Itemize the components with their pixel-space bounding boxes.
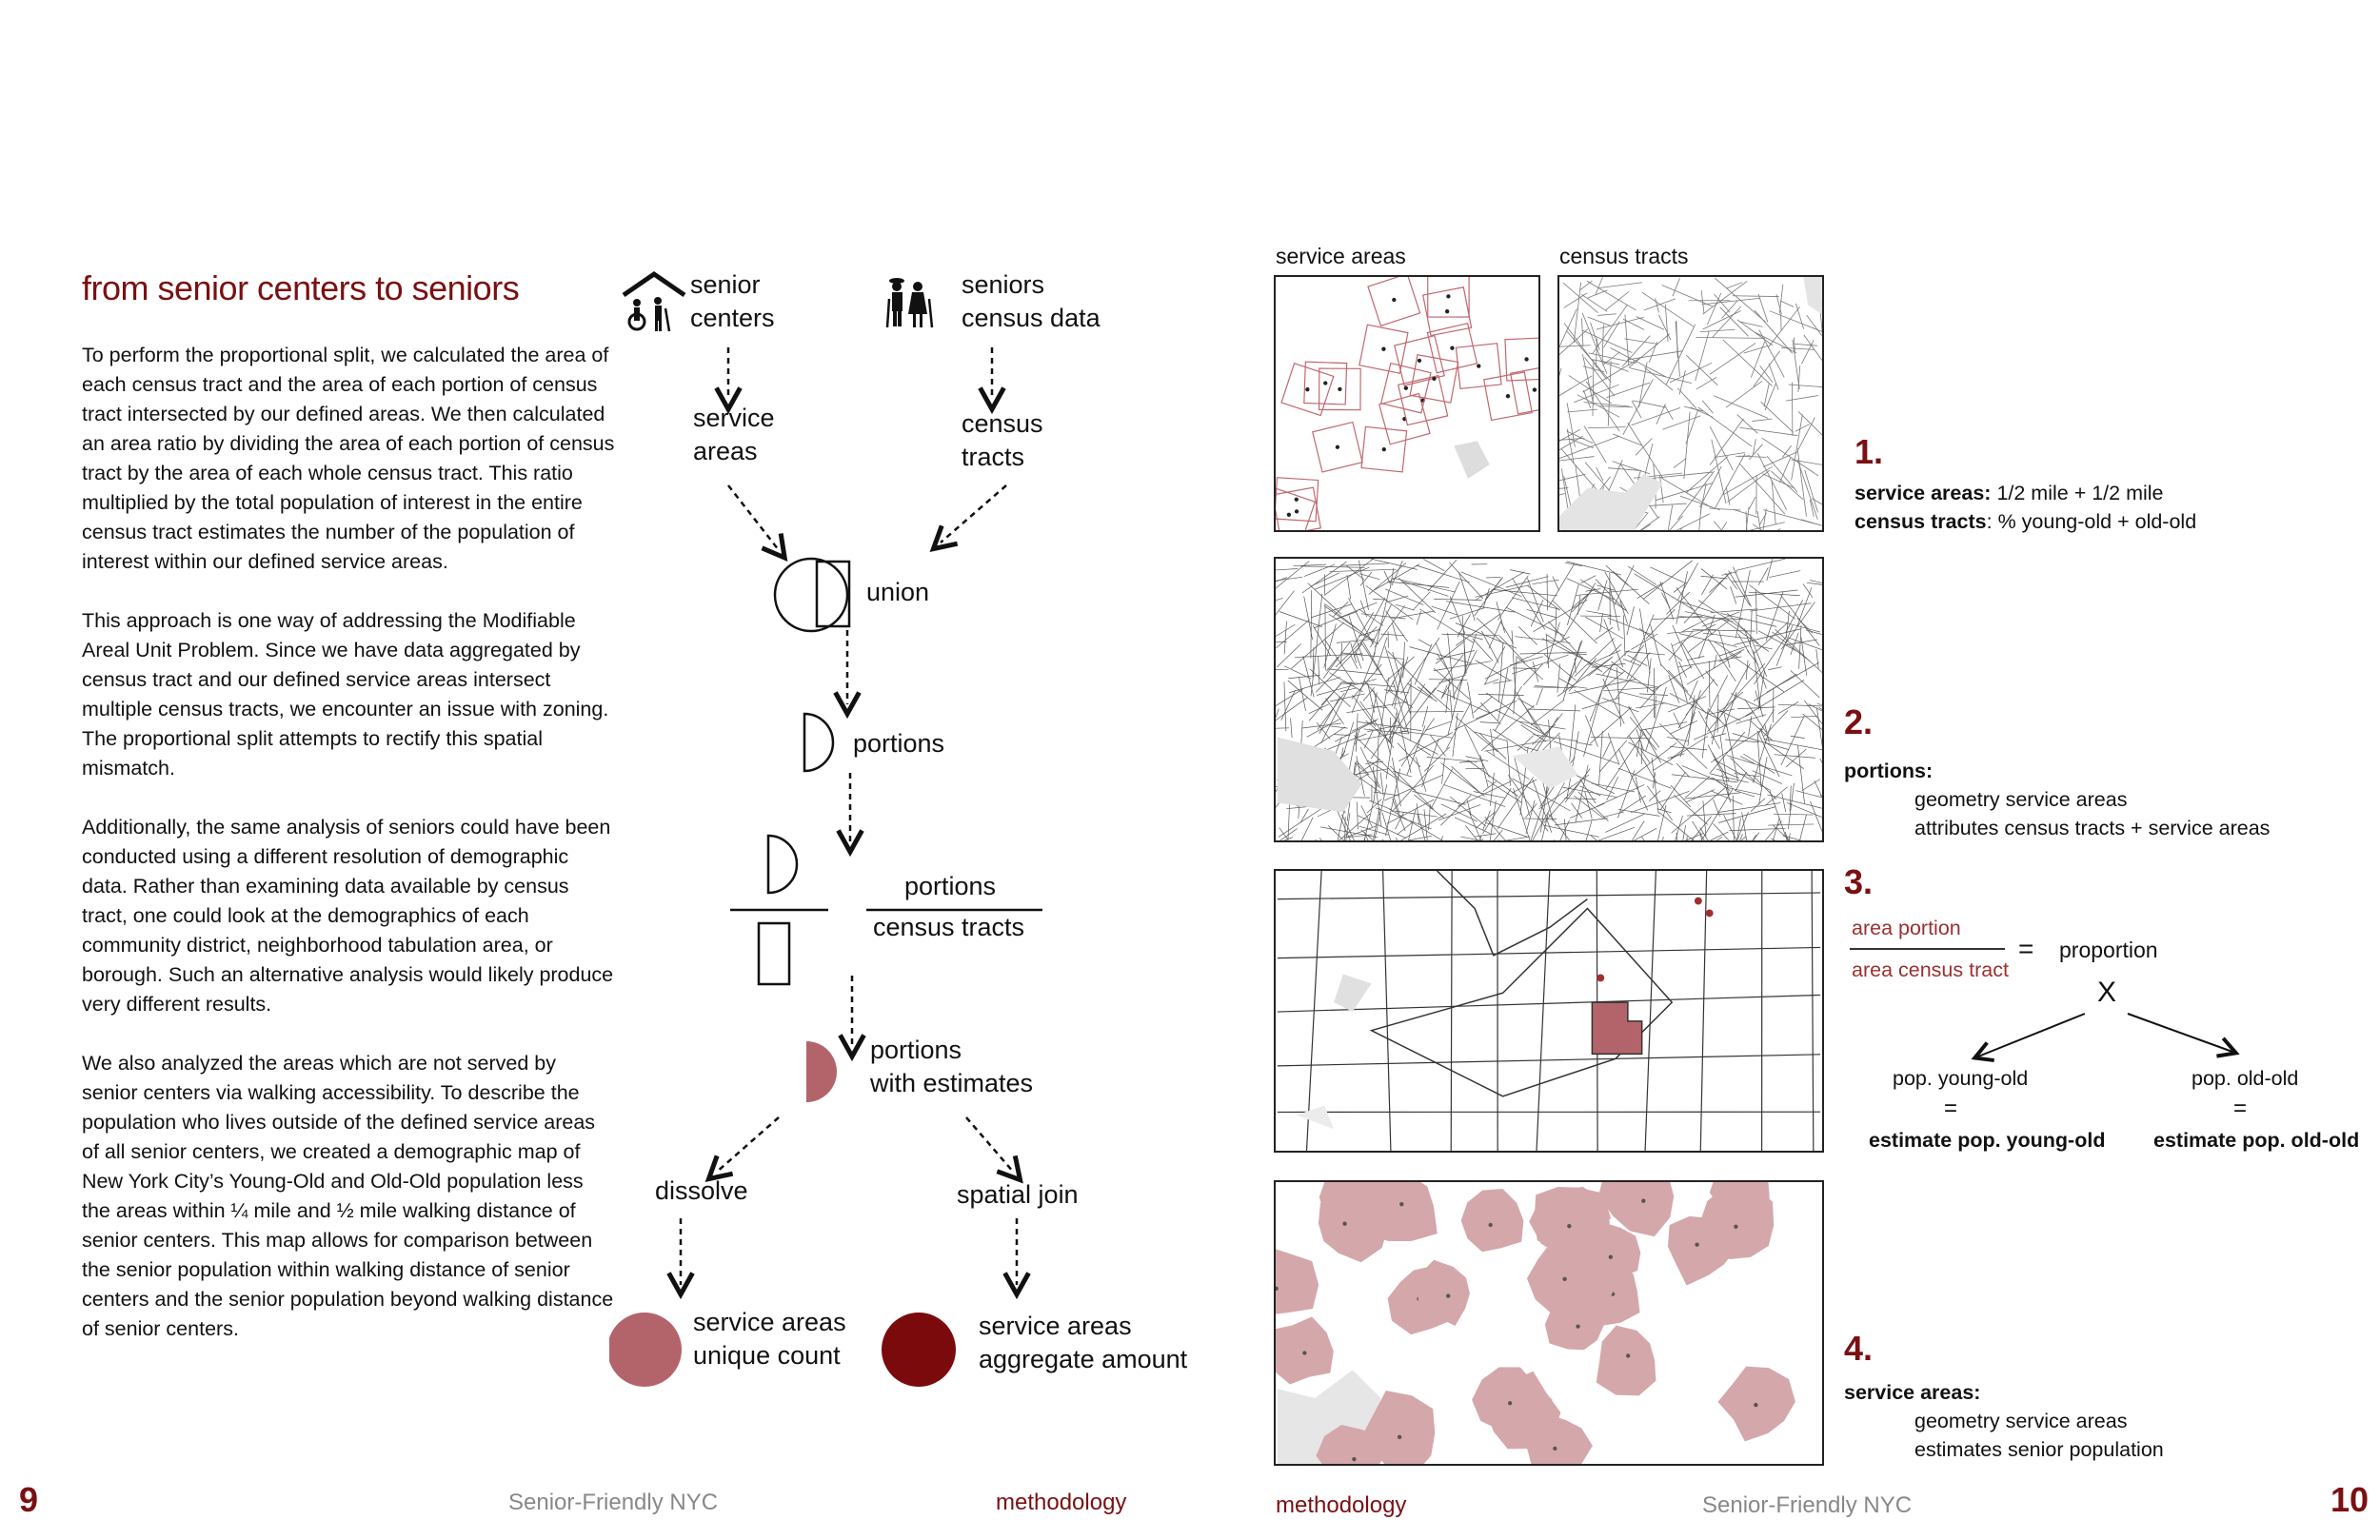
paragraph-3: Additionally, the same analysis of senio… [82,816,614,1016]
pop-young-old-label: pop. young-old [1893,1067,2029,1090]
service-areas-map [1274,275,1540,532]
census-tracts-map [1557,275,1824,532]
equals-sign: = [2018,934,2034,963]
proportion-label: proportion [2059,938,2158,962]
flow-diagram [609,270,1042,1387]
body-text: To perform the proportional split, we ca… [82,341,615,1373]
right-footer-title: Senior-Friendly NYC [1702,1492,1913,1518]
step-2-text: portions: geometry service areas attribu… [1844,760,2271,839]
fraction-top-label: portions [904,872,997,900]
proportion-map [1274,869,1824,1153]
paragraph-2: This approach is one way of addressing t… [82,609,609,780]
right-page-number: 10 [2330,1480,2370,1519]
aggregate-amount-circle [882,1313,956,1387]
portions-label: portions [853,729,945,758]
step-1-text: service areas: 1/2 mile + 1/2 mile censu… [1854,482,2197,533]
fraction-line [1850,948,2005,950]
fraction-shape [730,834,1042,986]
portion-shape [803,712,835,773]
left-footer-section: methodology [996,1490,1127,1515]
step-1-number: 1. [1854,432,1884,471]
dissolve-label: dissolve [655,1176,748,1205]
right-footer-section: methodology [1276,1492,1407,1518]
service-areas-map-caption: service areas [1276,244,1406,268]
estimates-map [1274,1180,1824,1466]
fraction-bottom-label: census tracts [873,913,1025,941]
page-title: from senior centers to seniors [82,268,520,307]
area-census-tract-label: area census tract [1852,958,2009,981]
pop-old-old-label: pop. old-old [2192,1067,2299,1090]
estimate-old-old-label: estimate pop. old-old [2153,1129,2360,1152]
step-2-number: 2. [1844,702,1874,741]
young-old-equals: = [1944,1096,1958,1121]
paragraph-1: To perform the proportional split, we ca… [82,344,615,573]
step-3-arrows [1961,1013,2256,1066]
portion-estimate-shape [806,1041,837,1102]
senior-couple-icon [885,278,934,328]
census-tracts-map-caption: census tracts [1559,244,1689,268]
left-page-number: 9 [19,1480,39,1519]
estimate-young-old-label: estimate pop. young-old [1869,1129,2106,1152]
paragraph-4: We also analyzed the areas which are not… [82,1052,614,1340]
union-label: union [866,578,930,606]
spatial-join-label: spatial join [957,1180,1079,1209]
step-3-number: 3. [1844,862,1874,901]
times-sign: X [2097,977,2117,1008]
house-senior-icon [622,270,686,332]
union-shape [773,557,851,633]
left-footer-title: Senior-Friendly NYC [508,1490,719,1515]
step-4-number: 4. [1844,1329,1874,1368]
step-4-text: service areas: geometry service areas es… [1844,1381,2164,1461]
area-portion-label: area portion [1852,917,1961,939]
unique-count-circle [609,1313,682,1387]
portions-map [1274,557,1824,842]
old-old-equals: = [2233,1096,2248,1121]
